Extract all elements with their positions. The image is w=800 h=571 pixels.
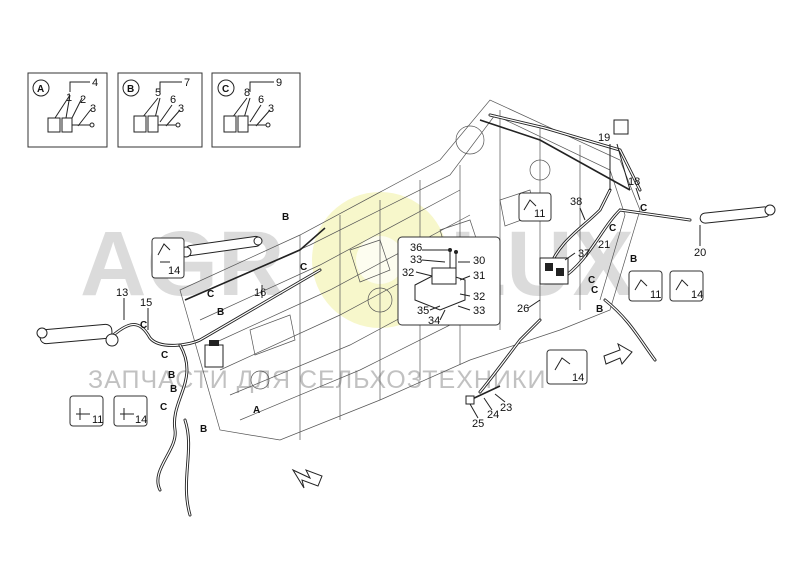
valve-detail-inset: 36 33 32 30 31 32 35 34 33 — [397, 236, 501, 327]
filter-component — [204, 340, 224, 368]
part-number-labels: 13 15 16 18 19 20 21 23 24 25 26 37 38 — [116, 119, 706, 430]
part-label-19: 19 — [598, 132, 610, 144]
part-label-15: 15 — [140, 297, 152, 309]
conn-letter-b-3: B — [168, 370, 175, 381]
callout-label-14-bottom: 14 — [572, 372, 584, 384]
callout-box-14-mid: 14 — [669, 270, 704, 302]
hydraulic-cylinder-left — [36, 323, 119, 347]
detail-b-num-1: 7 — [184, 77, 190, 89]
inset-label-30: 30 — [473, 255, 485, 267]
conn-letter-b-7: B — [596, 304, 603, 315]
conn-letter-c-2: C — [207, 289, 214, 300]
detail-letter-b: B — [127, 84, 134, 95]
detail-b-num-3: 6 — [170, 94, 176, 106]
callout-box-14-bottom-left: 14 — [113, 395, 148, 427]
part-label-38: 38 — [570, 196, 582, 208]
conn-letter-c-6: C — [640, 203, 647, 214]
hydraulic-cylinder-right — [699, 204, 776, 224]
detail-b-num-4: 3 — [178, 103, 184, 115]
detail-letter-c: C — [222, 84, 229, 95]
inset-label-32-left: 32 — [402, 267, 414, 279]
detail-c-num-3: 6 — [258, 94, 264, 106]
detail-c-num-2: 8 — [244, 87, 250, 99]
conn-letter-c-7: C — [609, 223, 616, 234]
detail-c-num-1: 9 — [276, 77, 282, 89]
detail-b-num-2: 5 — [155, 87, 161, 99]
direction-arrow-bottom-icon — [291, 468, 323, 489]
inset-label-33-top: 33 — [410, 254, 422, 266]
inset-label-34: 34 — [428, 315, 440, 327]
detail-c-num-4: 3 — [268, 103, 274, 115]
part-label-24: 24 — [487, 409, 499, 421]
detail-box-c: C 9 8 6 3 — [211, 72, 301, 148]
callout-box-11-right: 11 — [518, 192, 552, 222]
watermark-tagline: ЗАПЧАСТИ ДЛЯ СЕЛЬХОЗТЕХНИКИ — [88, 366, 546, 394]
conn-letter-c-5: C — [160, 402, 167, 413]
callout-label-11-mid: 11 — [650, 289, 661, 301]
callout-label-11-bottom-left: 11 — [92, 414, 103, 426]
connection-letters: B C C B B B A C C C B C C B C B C — [140, 203, 647, 435]
detail-letter-circle-c — [217, 79, 235, 97]
detail-a-num-3: 2 — [80, 94, 86, 106]
detail-box-a: A 4 1 2 3 — [27, 72, 108, 148]
callout-label-14-mid: 14 — [691, 289, 703, 301]
detail-letter-a: A — [37, 84, 44, 95]
part-label-20: 20 — [694, 247, 706, 259]
callout-label-14-top: 14 — [168, 265, 180, 277]
conn-letter-a-1: A — [253, 405, 260, 416]
part-label-21: 21 — [598, 239, 610, 251]
conn-letter-b-4: B — [170, 384, 177, 395]
conn-letter-c-4: C — [161, 350, 168, 361]
callout-box-14-bottom: 14 — [546, 349, 588, 385]
detail-box-b: B 7 5 6 3 — [117, 72, 203, 148]
conn-letter-c-1: C — [300, 262, 307, 273]
inset-label-33-bottom: 33 — [473, 305, 485, 317]
inset-label-35: 35 — [417, 305, 429, 317]
detail-a-num-4: 3 — [90, 103, 96, 115]
part-label-13: 13 — [116, 287, 128, 299]
part-label-18: 18 — [628, 176, 640, 188]
callout-box-14-top: 14 — [151, 237, 185, 279]
conn-letter-b-2: B — [217, 307, 224, 318]
callout-box-11-mid: 11 — [628, 270, 663, 302]
inset-label-32-right: 32 — [473, 291, 485, 303]
conn-letter-b-1: B — [282, 212, 289, 223]
inset-label-36: 36 — [410, 242, 422, 254]
callout-box-11-bottom-left: 11 — [69, 395, 104, 427]
detail-a-num-1: 4 — [92, 77, 98, 89]
conn-letter-c-3: C — [140, 320, 147, 331]
conn-letter-c-8: C — [591, 285, 598, 296]
hydraulic-lines — [108, 113, 692, 517]
conn-letter-c-9: C — [588, 275, 595, 286]
callout-label-11-right: 11 — [534, 208, 545, 220]
part-label-37: 37 — [578, 248, 590, 260]
part-label-25: 25 — [472, 418, 484, 430]
hydraulic-valve-block — [539, 257, 569, 285]
part-label-23: 23 — [500, 402, 512, 414]
part-label-26: 26 — [517, 303, 529, 315]
direction-arrow-right-icon — [603, 342, 633, 366]
part-label-16: 16 — [254, 287, 266, 299]
part-19-clip-icon — [613, 119, 629, 135]
inset-label-31: 31 — [473, 270, 485, 282]
callout-label-14-bottom-left: 14 — [135, 414, 147, 426]
conn-letter-b-6: B — [630, 254, 637, 265]
detail-letter-circle-b — [122, 79, 140, 97]
detail-letter-circle-a — [32, 79, 50, 97]
conn-letter-b-5: B — [200, 424, 207, 435]
